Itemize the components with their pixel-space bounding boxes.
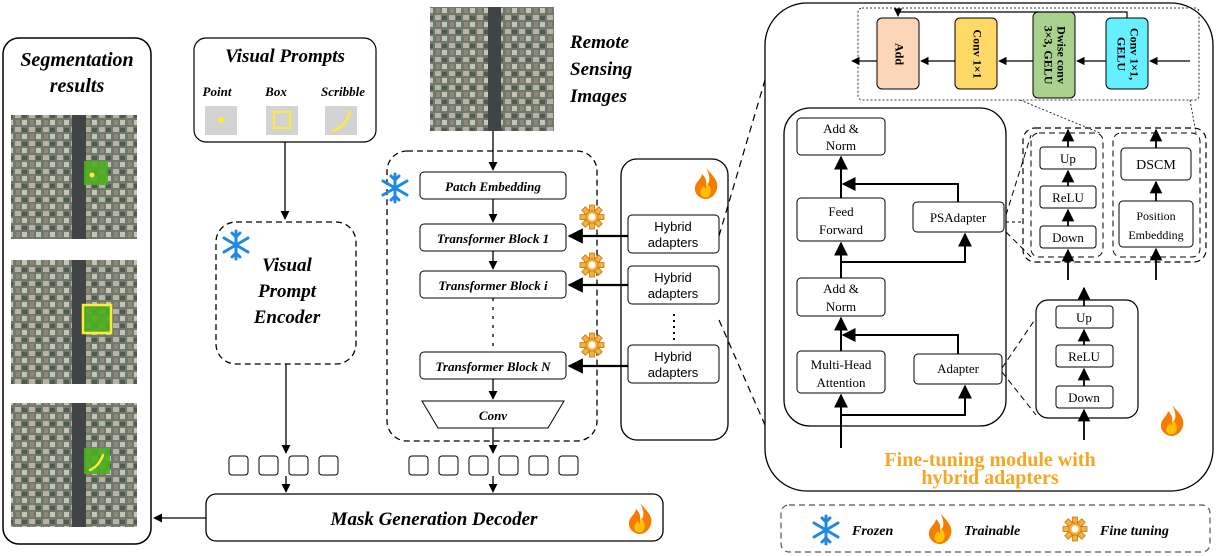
dscm-label: DSCM xyxy=(1136,158,1176,173)
conv1x1-block xyxy=(954,17,998,90)
patch-embedding-label: Patch Embedding xyxy=(445,179,541,194)
visual-prompts-box: Visual Prompts Point Box Scribble xyxy=(193,37,377,143)
transformer-block-1-label: Transformer Block 1 xyxy=(437,231,549,246)
fine-tuning-title-line1: Fine-tuning module with xyxy=(884,449,1095,471)
adapter-label: Adapter xyxy=(937,361,980,376)
dscm-detail-box xyxy=(857,7,1200,101)
position-embedding-line2: Embedding xyxy=(1128,228,1183,242)
visual-prompt-encoder: Visual Prompt Encoder xyxy=(215,221,357,365)
ad-relu-label: ReLU xyxy=(1068,349,1100,364)
prompt-encoder-line1: Visual xyxy=(262,255,312,276)
segmentation-results-panel: Segmentation results xyxy=(2,37,152,545)
ps-up-label: Up xyxy=(1060,151,1076,166)
add-label: Add xyxy=(892,43,906,65)
segmentation-image-scribble xyxy=(11,403,137,527)
segmentation-image-box xyxy=(11,260,137,384)
prompt-encoder-line2: Prompt xyxy=(257,281,317,302)
flow-arrows xyxy=(153,131,498,523)
dwise-conv-line1: Dwise conv xyxy=(1054,26,1068,84)
fine-tuning-title-line2: hybrid adapters xyxy=(921,467,1058,489)
ps-relu-label: ReLU xyxy=(1052,190,1084,205)
segmentation-title-line2: results xyxy=(50,75,105,97)
hybrid-adapter-1-line2: adapters xyxy=(648,235,699,250)
conv1x1-label: Conv 1×1 xyxy=(970,29,984,78)
adapter-arrows xyxy=(567,228,628,374)
hybrid-adapter-1-line1: Hybrid xyxy=(654,219,692,234)
point-prompt-icon xyxy=(205,106,237,135)
add-norm-bottom-line2: Norm xyxy=(826,299,856,314)
prompt-label-box: Box xyxy=(264,84,287,99)
add-block xyxy=(876,17,920,90)
dwise-conv-line2: 3×3, GELU xyxy=(1041,26,1055,85)
prompt-tokens xyxy=(228,455,339,476)
transformer-detail-box xyxy=(783,107,1007,427)
transformer-detail-arrows xyxy=(834,155,972,448)
scribble-prompt-icon xyxy=(325,106,357,135)
flame-icon xyxy=(694,168,718,199)
feed-forward-line2: Forward xyxy=(819,222,864,237)
psadapter-detail-box xyxy=(1022,127,1207,263)
add-norm-top-block xyxy=(796,117,886,156)
image-encoder: Patch Embedding Transformer Block 1 Tran… xyxy=(381,150,598,442)
legend-frozen: Frozen xyxy=(851,524,893,539)
transformer-block-n-label: Transformer Block N xyxy=(435,359,551,374)
conv-gelu-line2: GELU xyxy=(1114,37,1128,71)
prompt-encoder-line3: Encoder xyxy=(253,307,321,328)
ad-down-label: Down xyxy=(1068,390,1100,405)
mask-generation-decoder: Mask Generation Decoder xyxy=(205,493,664,542)
psadapter-left-branch xyxy=(1030,132,1104,258)
add-norm-bottom-line1: Add & xyxy=(823,281,859,296)
flame-icon xyxy=(928,513,952,544)
multi-head-attention-line2: Attention xyxy=(816,375,866,390)
snowflake-icon xyxy=(381,172,409,204)
fine-tuning-module: Add Conv 1×1 Dwise conv 3×3, GELU Conv 1… xyxy=(764,2,1214,492)
hybrid-adapter-2-line2: adapters xyxy=(648,286,699,301)
hybrid-adapter-n-line1: Hybrid xyxy=(654,349,692,364)
dscm-detail-arrows xyxy=(851,8,1190,66)
legend: Frozen Trainable Fine tuning xyxy=(780,504,1211,553)
multi-head-attention-line1: Multi-Head xyxy=(811,357,872,372)
legend-trainable: Trainable xyxy=(964,524,1020,539)
segmentation-image-point xyxy=(11,115,137,239)
conv-gelu-line1: Conv 1×1, xyxy=(1127,28,1141,80)
legend-fine-tuning: Fine tuning xyxy=(1099,524,1169,539)
prompt-label-scribble: Scribble xyxy=(321,84,365,99)
remote-sensing-line1: Remote xyxy=(569,32,630,53)
zoom-lines xyxy=(718,79,766,426)
add-norm-top-line2: Norm xyxy=(826,138,856,153)
gear-icon xyxy=(579,252,605,278)
remote-sensing-line3: Images xyxy=(569,86,627,107)
snowflake-icon xyxy=(812,514,840,546)
remote-sensing-image xyxy=(430,7,554,131)
snowflake-icon xyxy=(222,229,250,261)
hybrid-adapter-n-line2: adapters xyxy=(648,365,699,380)
visual-prompts-title: Visual Prompts xyxy=(225,46,345,67)
hybrid-adapter-n xyxy=(627,344,720,384)
add-norm-top-line1: Add & xyxy=(823,121,859,136)
flame-icon xyxy=(628,503,652,534)
box-prompt-icon xyxy=(266,106,298,135)
psadapter-detail-arrows xyxy=(1061,128,1163,280)
prompt-label-point: Point xyxy=(203,84,232,99)
gear-icon xyxy=(579,332,605,358)
segmentation-title-line1: Segmentation xyxy=(20,49,133,71)
remote-sensing-line2: Sensing xyxy=(570,59,632,80)
conv-label: Conv xyxy=(479,408,507,423)
hybrid-adapters-column: Hybrid adapters Hybrid adapters Hybrid a… xyxy=(620,158,729,441)
flame-icon xyxy=(1160,405,1184,436)
psadapter-label: PSAdapter xyxy=(930,210,987,225)
conv-block xyxy=(421,400,565,429)
ps-down-label: Down xyxy=(1052,230,1084,245)
position-embedding-line1: Position xyxy=(1136,209,1175,223)
gear-icon xyxy=(579,204,605,230)
decoder-label: Mask Generation Decoder xyxy=(330,509,538,530)
transformer-block-i-label: Transformer Block i xyxy=(438,278,548,293)
hybrid-adapter-2-line1: Hybrid xyxy=(654,270,692,285)
ad-up-label: Up xyxy=(1076,310,1092,325)
feed-forward-line1: Feed xyxy=(828,204,854,219)
image-tokens xyxy=(408,455,579,476)
gear-icon xyxy=(1062,516,1088,542)
